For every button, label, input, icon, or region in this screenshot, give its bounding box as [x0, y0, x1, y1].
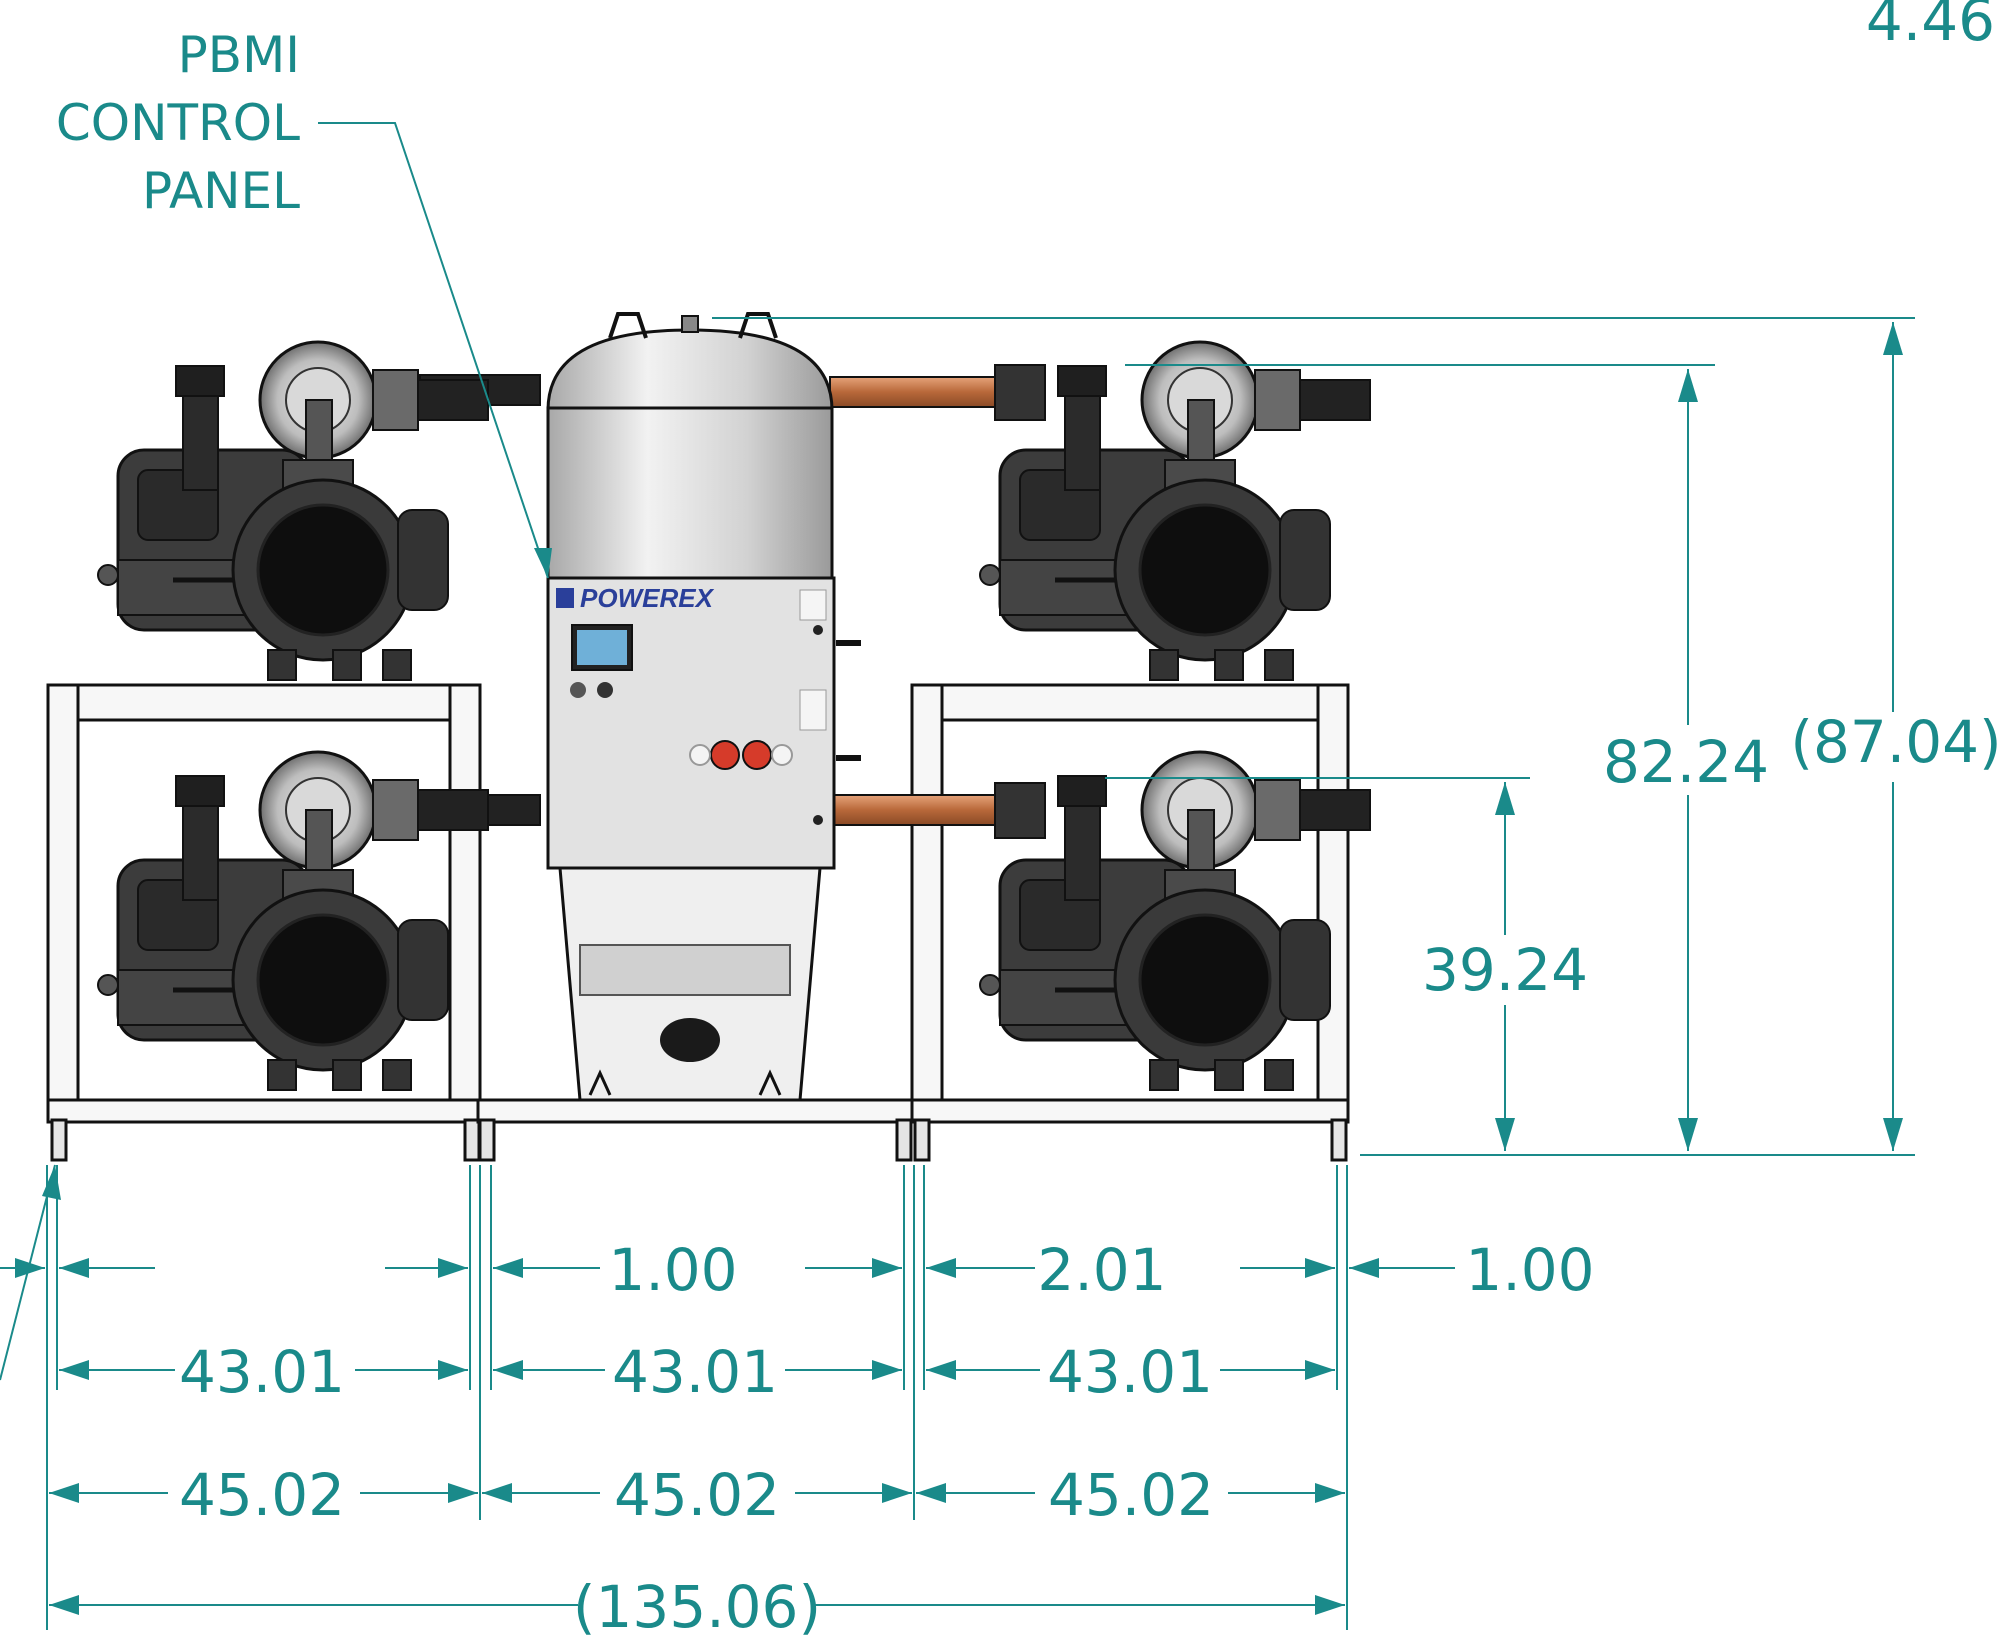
emergency-stop-icon — [710, 740, 740, 770]
dim-overall-width: (135.06) — [573, 1573, 821, 1635]
dim-height-overall: (87.04) — [1790, 708, 2001, 776]
dim-inner-width-2: 43.01 — [612, 1338, 778, 1406]
dim-height-upper-pump: 82.24 — [1603, 728, 1769, 796]
horizontal-dimensions: 1.00 2.01 1.00 43.01 43.01 43.01 45. — [0, 1164, 1595, 1635]
dim-gap-right-end: 1.00 — [1465, 1236, 1594, 1304]
dim-inner-width-1: 43.01 — [179, 1338, 345, 1406]
pbmi-callout: PBMI CONTROL PANEL — [56, 26, 552, 579]
control-panel: POWEREX — [546, 576, 861, 870]
callout-panel: PANEL — [142, 162, 300, 220]
dim-height-lower-pump: 39.24 — [1422, 936, 1588, 1004]
dim-gap-center-module: 2.01 — [1037, 1236, 1166, 1304]
left-frame — [46, 683, 482, 1162]
callout-pbmi: PBMI — [178, 26, 300, 84]
pump-lower-left — [98, 752, 488, 1090]
center-frame — [476, 1098, 916, 1162]
right-frame — [910, 683, 1350, 1162]
dim-module-width-3: 45.02 — [1048, 1461, 1214, 1529]
powerex-logo: POWEREX — [556, 583, 715, 613]
callout-control: CONTROL — [56, 94, 300, 152]
dim-gap-left-module: 1.00 — [608, 1236, 737, 1304]
dim-module-width-2: 45.02 — [614, 1461, 780, 1529]
dim-module-width-1: 45.02 — [179, 1461, 345, 1529]
partial-dimension-top-right: 4.46 — [1866, 0, 1995, 54]
pump-upper-left — [98, 342, 488, 680]
dim-inner-width-3: 43.01 — [1047, 1338, 1213, 1406]
vertical-dimensions: (87.04) 82.24 39.24 — [712, 317, 2002, 1156]
powerex-logo-text: POWEREX — [580, 583, 715, 613]
